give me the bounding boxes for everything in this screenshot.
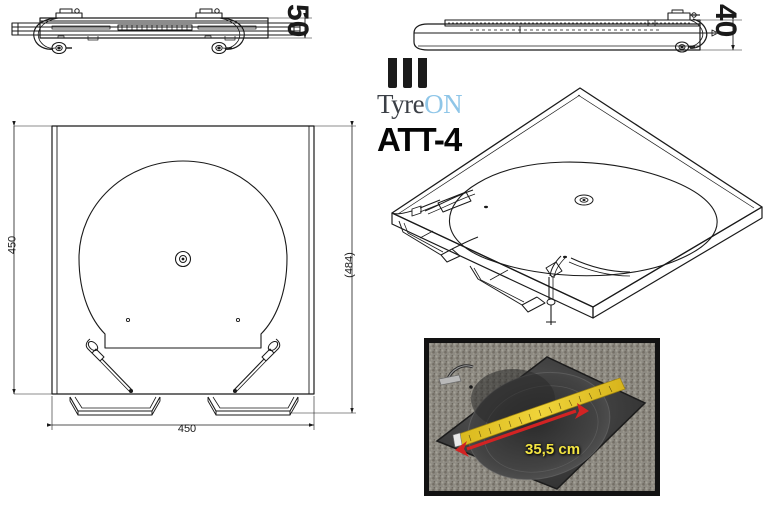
dimension-40 [700,15,742,51]
view-plan [51,125,315,416]
dimension-50 [268,13,312,39]
measurement-arrow [455,403,589,457]
dimension-label-plan-left: 450 [6,235,19,255]
view-top-right-elevation [413,9,719,53]
measurement-label: 35,5 cm [525,441,581,458]
product-photo: 35,5 cm [424,338,660,496]
brand-name: TyreON [377,91,497,118]
measuring-tape [452,377,626,448]
view-isometric [391,87,763,325]
dimension-label-40: 40 [709,4,742,38]
brand-block: TyreON ATT-4 [377,58,497,156]
plan-dimensions [12,120,356,430]
dimension-label-plan-right: (484) [343,252,356,278]
product-model-label: ATT-4 [377,121,462,158]
view-top-left-elevation [11,8,301,55]
dimension-label-50: 50 [281,4,314,38]
dimension-label-plan-bottom: 450 [177,423,197,435]
photo-content [429,343,655,491]
brand-name-part2: ON [424,89,463,119]
brand-name-part1: Tyre [377,89,425,119]
three-bars-icon [388,58,497,88]
